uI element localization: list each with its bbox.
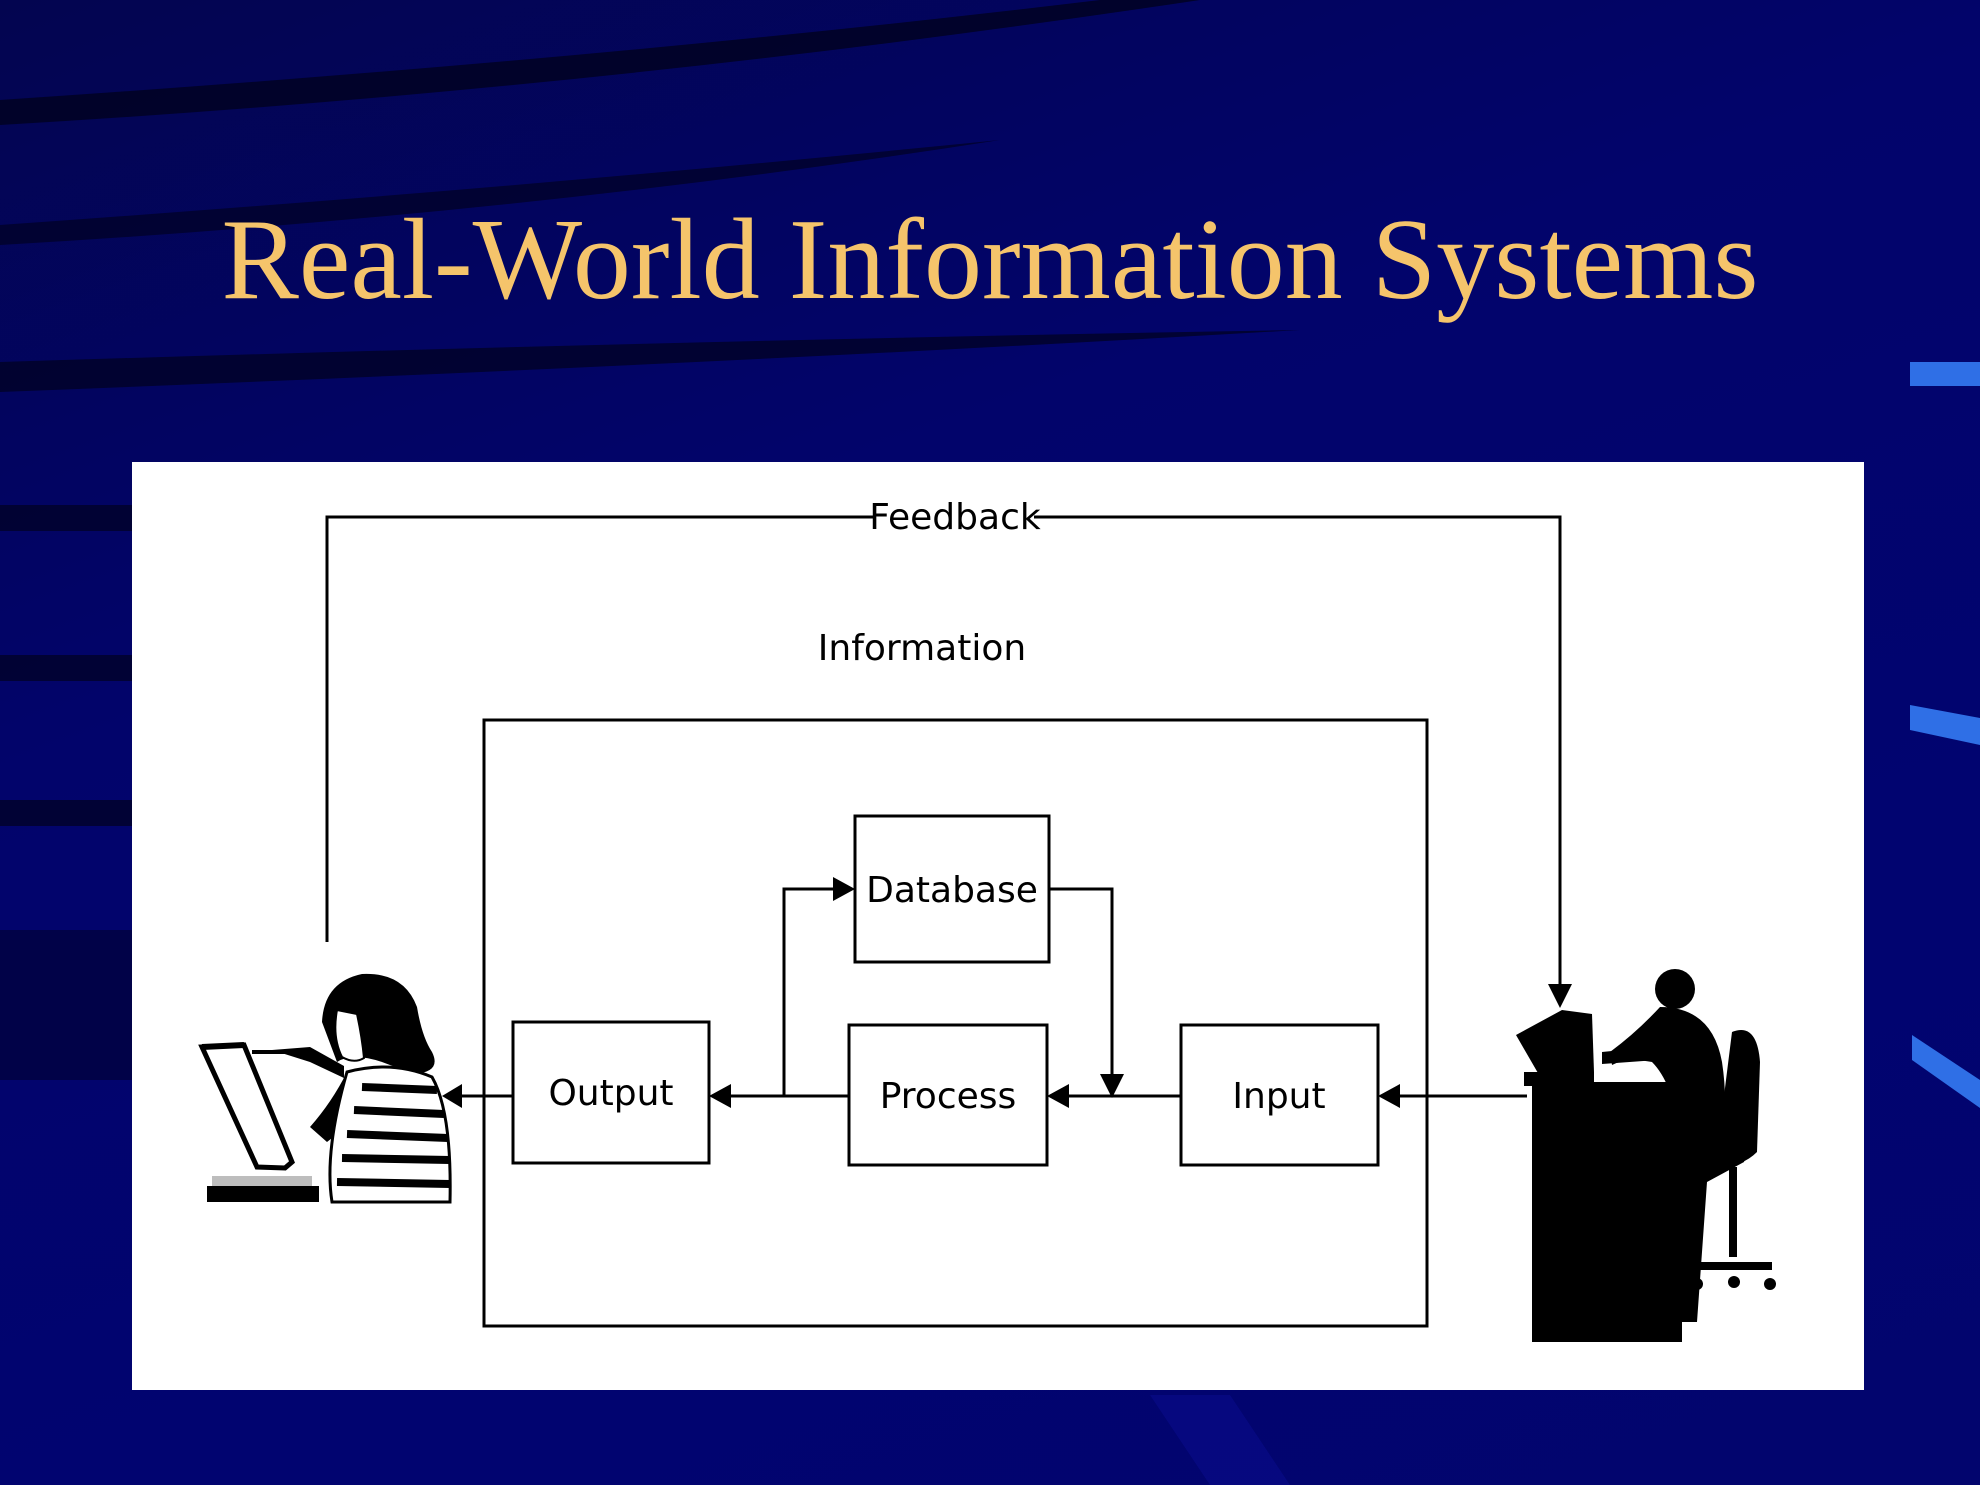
output-box: Output xyxy=(511,1020,711,1165)
arrowheads xyxy=(442,877,1400,1108)
process-label: Process xyxy=(880,1076,1017,1117)
information-label: Information xyxy=(818,628,1026,669)
person-at-computer-icon xyxy=(1516,969,1776,1342)
system-boundary xyxy=(482,718,1429,1328)
database-box: Database xyxy=(853,814,1051,964)
feedback-label: Feedback xyxy=(869,497,1041,538)
input-box: Input xyxy=(1179,1023,1380,1167)
input-label: Input xyxy=(1232,1076,1325,1117)
feedback-loop xyxy=(325,515,1572,1008)
slide-title: Real-World Information Systems xyxy=(221,196,1759,324)
diagram-panel: Feedback Information Database Output Pro… xyxy=(132,462,1864,1390)
output-label: Output xyxy=(548,1073,673,1114)
process-box: Process xyxy=(847,1023,1049,1167)
person-reading-icon xyxy=(198,973,452,1204)
information-system-diagram: Feedback Information Database Output Pro… xyxy=(198,497,1776,1342)
flow-arrows xyxy=(462,887,1527,1098)
database-label: Database xyxy=(866,870,1038,911)
